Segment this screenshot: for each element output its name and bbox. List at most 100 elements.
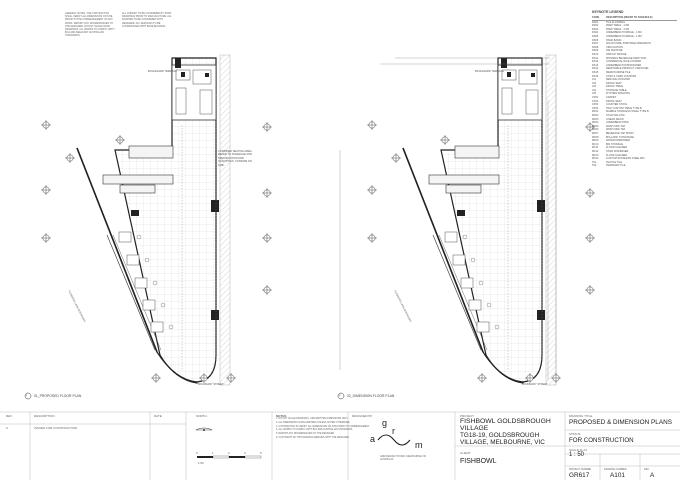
rev-value: A [650,472,655,479]
legend-code: MF08 [592,135,599,139]
keynote-legend: KEYNOTE LEGEND CODE DESCRIPTION (REFER T… [592,10,677,168]
legend-header-desc: DESCRIPTION (REFER TO SCHEDULE) [606,16,653,19]
legend-desc: WASH SINK TAP [606,128,626,132]
legend-desc: CARPET [606,96,617,100]
legend-code: DS07 [592,42,599,46]
legend-desc: DISPLAY FRIDGE [606,52,627,56]
legend-row: CP04 HIGH CUSTOM TABLE TYPE B [592,107,677,111]
drawing-notes: NOTES 1. DO NOT SCALE DRAWINGS. USE WRIT… [276,414,370,441]
rev-row-code: A [6,426,9,430]
legend-code: DS08 [592,45,599,49]
legend-row: CP01 CARPET [592,96,677,100]
legend-code: MF01 [592,110,599,114]
legend-code: DS01 [592,20,599,24]
scale-tick-0: 0 [196,451,198,455]
logo-letter-g: g [382,418,388,428]
legend-code: J05 [592,92,597,96]
project-label: PROJECT [460,414,475,418]
scale-tick-5: 5 [260,451,262,455]
status-value: FOR CONSTRUCTION [569,437,634,444]
grm-logo-mark [377,434,411,446]
legend-desc: CUSTOM STAINLESS STEEL BIN [606,157,645,161]
legend-code: DS06 [592,38,599,42]
legend-title: KEYNOTE LEGEND [592,10,624,14]
legend-code: DS02 [592,24,599,28]
legend-desc: PREP TABLE - 1.8M [606,24,629,28]
note-1: 1. DO NOT SCALE DRAWINGS. USE WRITTEN DI… [276,418,349,420]
legend-desc: STAIR DISPENSER [606,149,629,153]
legend-desc: COMMERCIAL RICE COOKER [606,60,642,64]
general-notes-1: GENERAL NOTES. THE CONTRACTOR SHALL VERI… [65,12,115,38]
plan-label-left: 01_PROPOSED FLOOR PLAN [34,394,82,398]
legend-code: J02 [592,81,597,85]
legend-row: DS02 PREP TABLE - 1.8M [592,24,677,28]
legend-desc: CIRCULATION [606,45,623,49]
logo-letter-r: r [392,426,395,436]
legend-desc: WATER DISPENSER [606,139,630,143]
scale-bar [197,455,262,459]
legend-desc: DINING TABLE [606,85,624,89]
legend-code: MF02 [592,114,599,118]
legend-code: MF05 [592,124,599,128]
rev-row-desc: ISSUED FOR CONSTRUCTION [34,426,78,430]
legend-desc: BEVERAGE TAP SPRAY [606,132,635,135]
legend-desc: HIGH CUSTOM TABLE TYPE B [606,106,642,110]
designer-label: DESIGNED BY [352,414,373,418]
legend-code: J04 [592,88,597,92]
scale-tick-3: 3 [244,451,246,455]
project-name: FISHBOWL GOLDSBROUGH VILLAGE [460,418,551,433]
legend-code: MF09 [592,139,599,143]
legend-row: MF09 WATER DISPENSER [592,139,677,143]
legend-desc: TILE FLOORING [606,20,626,24]
legend-code: MF11 [592,146,599,150]
client-label: CLIENT [460,451,471,455]
legend-code: T01 [592,160,597,164]
legend-desc: MARBLE STAINLESS STEEL TYPE B [606,110,649,114]
scale-value: 1 : 50 [569,452,585,458]
legend-code: CP01 [592,96,599,100]
legend-row: T01 TEXTILE TILE [592,161,677,165]
general-notes-2: ALL JOINERY TO BE CONFIRMED BY SHOP DRAW… [122,12,172,28]
legend-desc: HAND BASIN [606,38,622,42]
legend-code: DS15 [592,70,599,74]
legend-desc: STORAGE TABLE [606,88,627,92]
title-block-frame [0,411,680,480]
street-label-top-right: BOULEVARD TERRACE [475,70,504,73]
legend-header-code: CODE [592,16,600,19]
legend-desc: PREP TABLE - 1.5M [606,27,629,31]
legend-desc: FLOOR CLEANER [606,153,628,157]
legend-code: DS05 [592,34,599,38]
north-label: NORTH [196,414,207,418]
legend-desc: TEXTILE TILE [606,160,623,164]
legend-desc: STUD WALLING [606,114,625,118]
legend-code: CP04 [592,106,599,110]
legend-desc: WASH SINK TAP [606,124,626,128]
legend-desc: COUNTER STOOL [606,103,628,107]
client-name: FISHBOWL [460,458,497,465]
status-label: STATUS [569,432,581,436]
street-label-bottom-left: BOUNDARY STREET [198,383,224,386]
legend-code: MF12 [592,149,599,153]
notes-title: NOTES [276,414,287,418]
legend-code: J01 [592,78,597,82]
note-6: 6. COPYRIGHT OF THIS DRAWING REMAINS WIT… [276,436,350,439]
legend-code: MF04 [592,121,599,125]
legend-code: DS04 [592,31,599,35]
designer-address: GRM DESIGN STUDIO, MELBOURNE VIC AUSTRAL… [380,455,427,461]
desc-header: DESCRIPTION [34,414,55,418]
